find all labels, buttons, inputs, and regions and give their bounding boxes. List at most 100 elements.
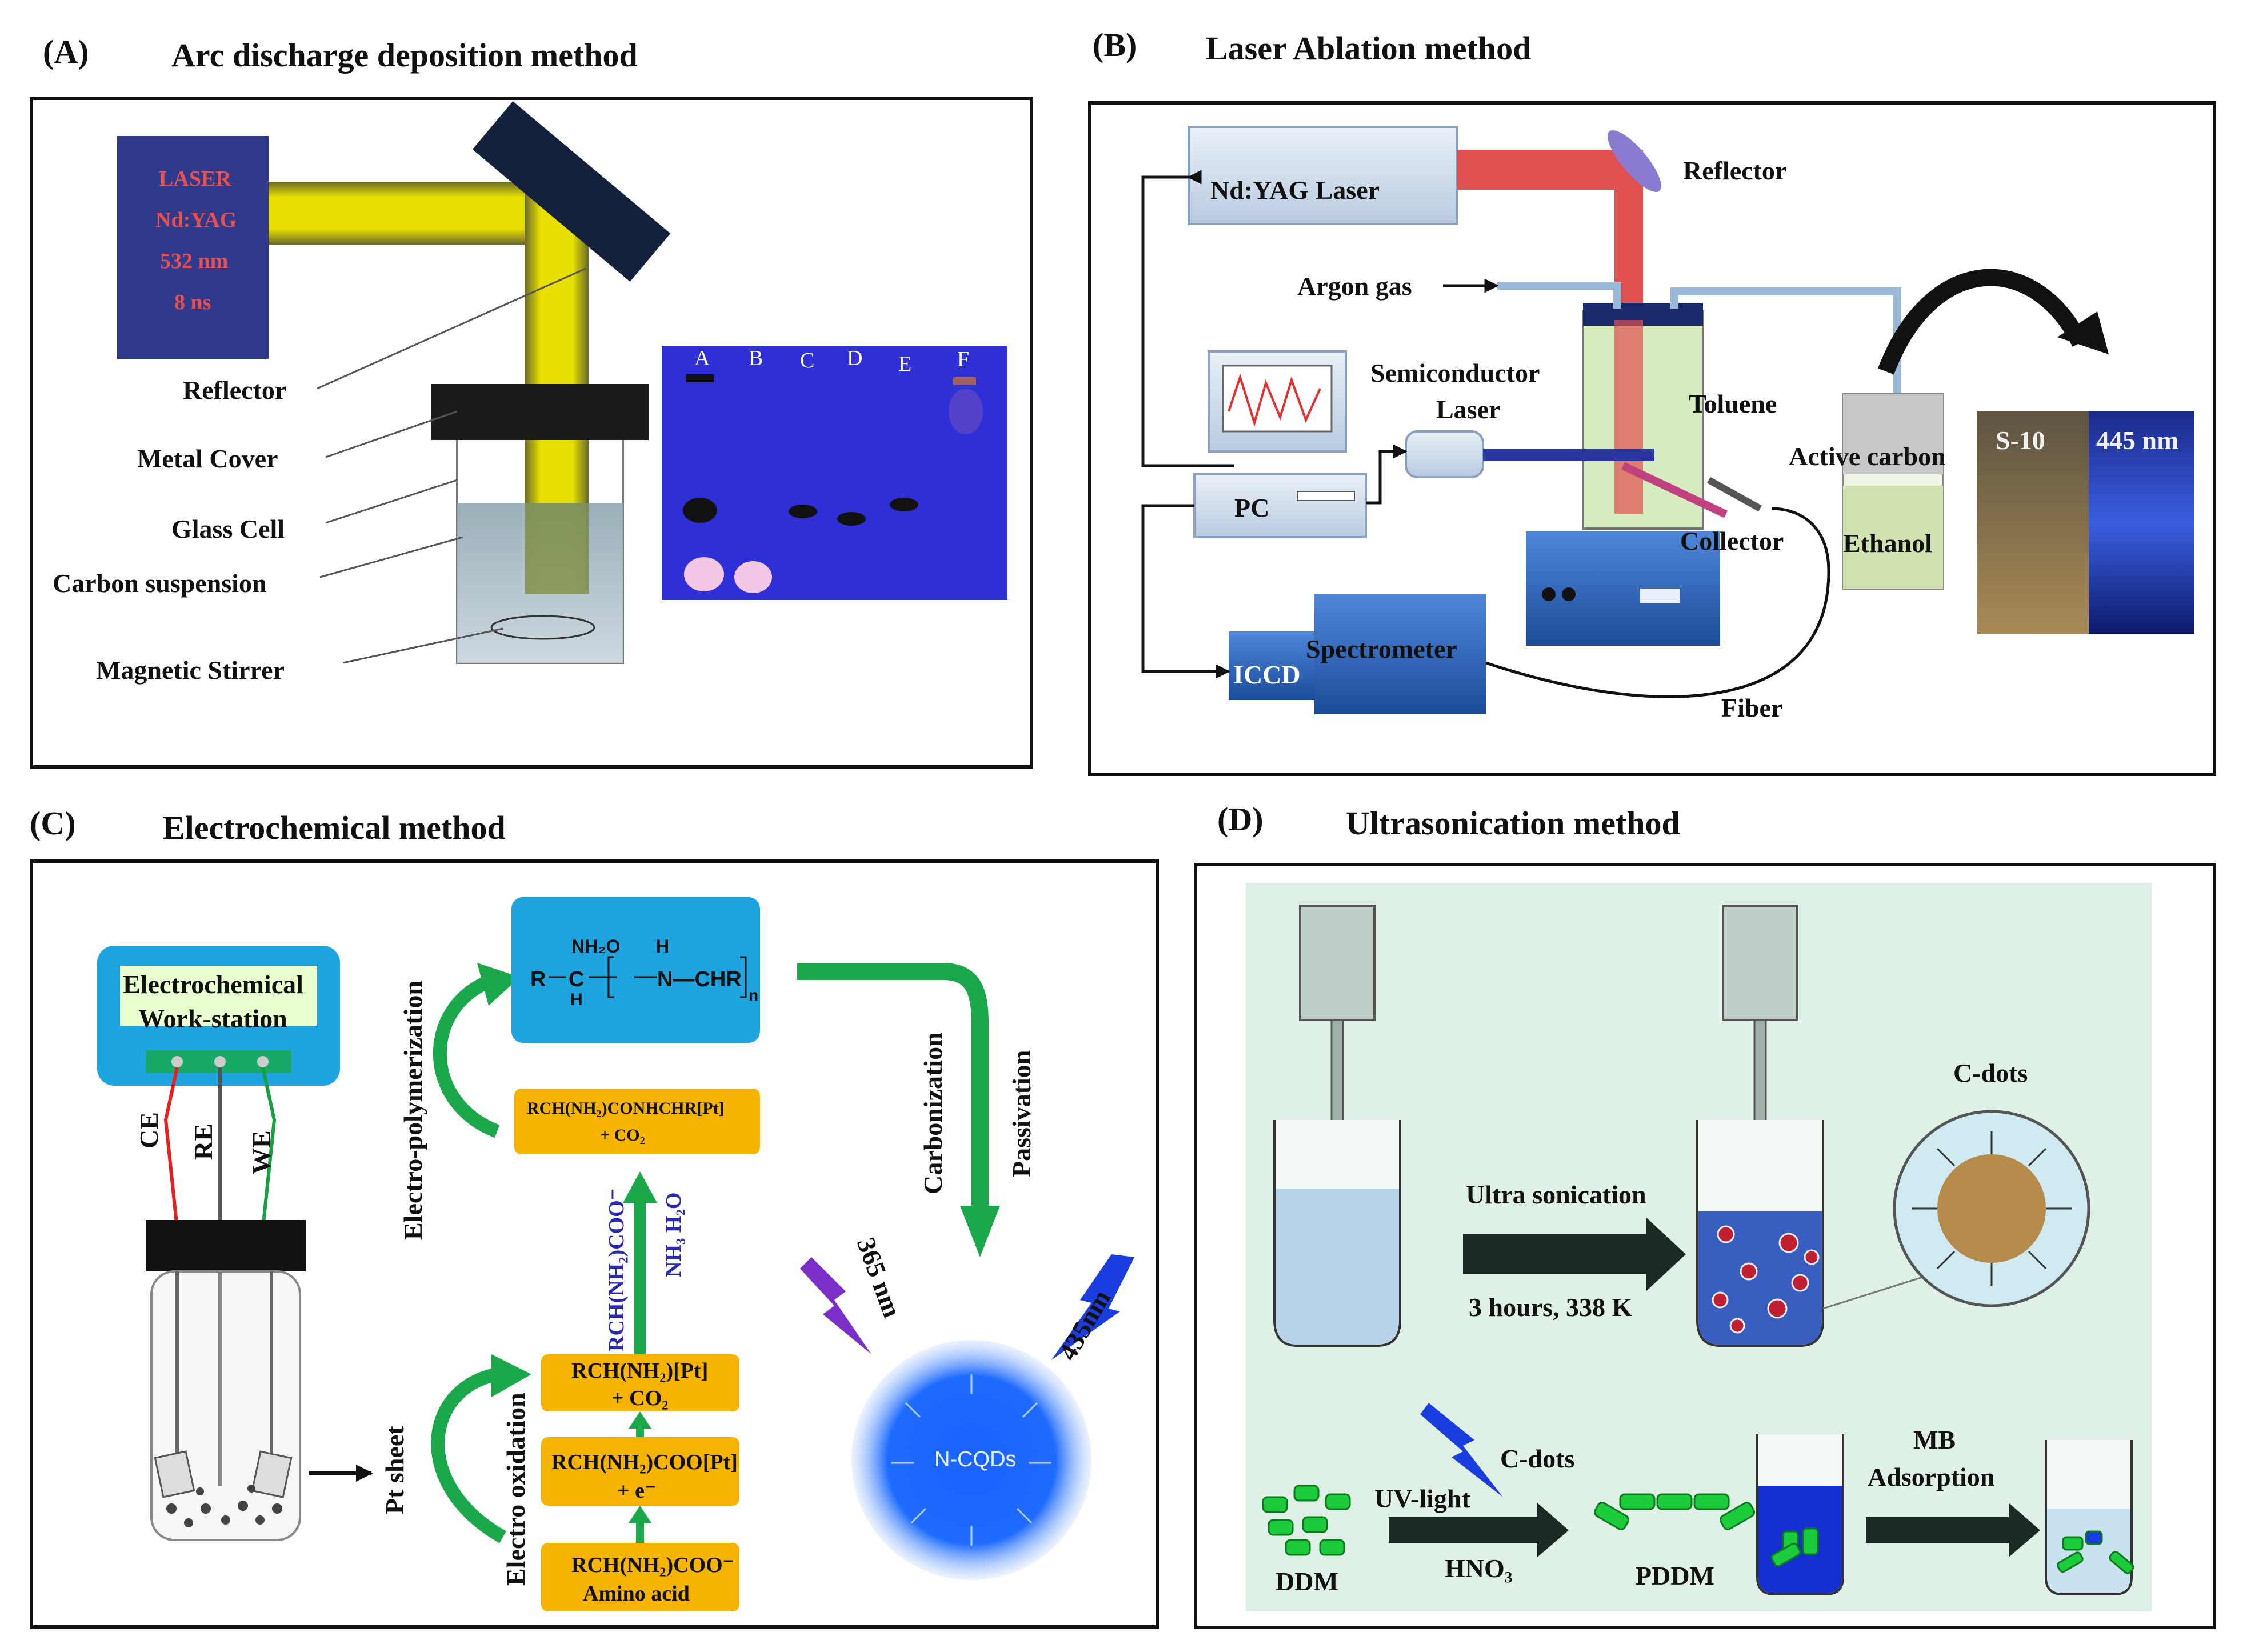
panel-b-title: Laser Ablation method <box>1206 30 1532 67</box>
gel-spot-b <box>734 561 772 593</box>
curve-polymerization <box>433 977 500 1138</box>
polymer-h-top: H <box>656 936 670 957</box>
clean-liquid <box>2047 1509 2130 1593</box>
label-reflector-b: Reflector <box>1683 156 1787 185</box>
gel-band-d <box>837 512 866 526</box>
label-arrow-reagent-1: RCH(NH₂)COO⁻ <box>605 1189 629 1351</box>
sonication-arrow-body <box>1463 1234 1646 1274</box>
box-coopt-line-1: RCH(NH₂)COO[Pt] <box>551 1450 738 1474</box>
carbonization-arrow <box>797 963 989 1211</box>
curve-oxidation-head <box>491 1354 531 1397</box>
pt-sheet-we <box>251 1450 293 1498</box>
polymer-r: R <box>530 967 546 991</box>
label-electro-polymerization: Electro-polymerization <box>398 981 427 1240</box>
label-ddm: DDM <box>1276 1567 1338 1596</box>
gel-well-f <box>953 377 976 385</box>
box-conh-line-2: + CO₂ <box>600 1126 645 1145</box>
wire-we <box>261 1067 277 1229</box>
pc-drive <box>1297 491 1355 501</box>
cdot-core <box>1937 1154 2046 1263</box>
label-ndyag: Nd:YAG Laser <box>1210 175 1380 205</box>
gel-lane-f: F <box>957 347 970 371</box>
label-collector: Collector <box>1680 526 1784 555</box>
uv-bolt-365 <box>800 1257 871 1354</box>
transfer-arrowhead <box>2057 311 2109 354</box>
mb-pddm <box>1770 1527 1819 1567</box>
label-pc: PC <box>1234 493 1270 522</box>
electrochem-cell <box>150 1270 301 1541</box>
beaker-1-liquid <box>1276 1189 1399 1345</box>
surface-groups <box>891 1374 1051 1546</box>
uv-arrowhead <box>1537 1503 1569 1557</box>
bracket-left <box>607 956 614 998</box>
label-re: RE <box>189 1123 218 1160</box>
reflector-mirror <box>472 101 671 282</box>
label-ethanol: Ethanol <box>1843 529 1932 558</box>
gel-band-e <box>890 498 918 511</box>
knob-2 <box>1562 587 1576 601</box>
bracket-right <box>740 956 747 998</box>
workstation-panel <box>120 966 317 1026</box>
pointer-metal-cover <box>325 410 458 458</box>
clean-pddm <box>2057 1530 2134 1574</box>
label-arrow-reagent-2: NH₃ H₂O <box>662 1192 686 1277</box>
port-ce <box>171 1056 183 1067</box>
label-pddm: PDDM <box>1636 1561 1714 1590</box>
gel-lane-d: D <box>847 346 863 370</box>
mb-arrow-body <box>1866 1517 2009 1543</box>
label-cdots-zoom: C-dots <box>1953 1058 2028 1087</box>
curve-polymerization-head <box>477 963 520 1006</box>
panel-c-title: Electrochemical method <box>163 809 506 846</box>
panel-d-title: Ultrasonication method <box>1346 805 1680 842</box>
pc-waveform <box>1228 373 1321 427</box>
polymer-n-sub: n <box>749 986 759 1004</box>
red-beam-in-cell <box>1614 320 1643 514</box>
pt-sheet-ce <box>154 1450 195 1498</box>
label-pt-sheet: Pt sheet <box>380 1426 409 1514</box>
panel-c-letter: (C) <box>30 805 76 842</box>
panel-a-letter: (A) <box>43 33 89 70</box>
label-445nm: 445 nm <box>2096 426 2179 455</box>
panel-b-frame <box>1088 101 2216 776</box>
label-glass-cell: Glass Cell <box>171 514 285 543</box>
polymer-h-low: H <box>570 990 583 1009</box>
gel-lane-e: E <box>898 352 912 376</box>
polymer-box <box>511 897 760 1043</box>
argon-tube <box>1497 282 1621 309</box>
mb-arrowhead <box>2009 1503 2040 1557</box>
collector-fan <box>1621 462 1728 518</box>
vial-photo-uv <box>2089 411 2194 634</box>
panel-c-frame <box>30 859 1159 1629</box>
gel-band-a <box>683 498 717 523</box>
curve-oxidation <box>431 1367 506 1543</box>
particles <box>166 1485 282 1527</box>
vial-photo-daylight <box>1977 411 2089 634</box>
label-active-carbon: Active carbon <box>1789 442 1946 471</box>
label-semiconductor-laser: Laser <box>1436 395 1501 424</box>
label-reflector-a: Reflector <box>183 375 287 405</box>
iccd <box>1229 631 1314 700</box>
label-mb: MB <box>1913 1425 1956 1454</box>
em-bolt-435 <box>1051 1254 1134 1360</box>
gel-smear-f <box>949 389 983 434</box>
mb-liquid <box>1758 1486 1842 1593</box>
box-pt <box>541 1354 739 1411</box>
box-coopt-line-2: + e⁻ <box>617 1479 657 1503</box>
port-we <box>257 1056 269 1067</box>
laser-box-line-1: LASER <box>159 167 231 191</box>
label-metal-cover: Metal Cover <box>137 444 278 473</box>
wire-pc-semi <box>1366 444 1408 505</box>
pddm-chain <box>1593 1493 1756 1530</box>
semiconductor-laser <box>1405 430 1484 478</box>
stir-bar <box>490 615 595 640</box>
polymer-c: C <box>569 967 585 991</box>
polymer-n-chr: N—CHR <box>657 967 742 991</box>
label-carbon-suspension: Carbon suspension <box>53 569 267 598</box>
pointer-reflector <box>317 267 586 390</box>
wire-pc-iccd <box>1141 504 1230 679</box>
label-fiber: Fiber <box>1721 693 1783 722</box>
gel-lane-c: C <box>800 349 815 373</box>
pointer-stirrer <box>342 627 503 664</box>
up-arrowhead-1 <box>629 1506 651 1523</box>
